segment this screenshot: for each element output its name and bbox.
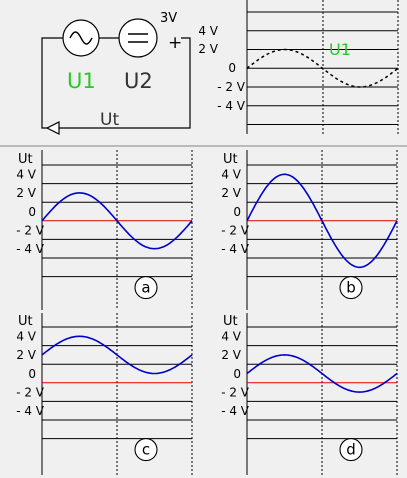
option-curve	[246, 173, 398, 269]
tick-label: - 4 V	[221, 242, 250, 256]
option-curve	[41, 192, 193, 250]
circuit-diagram: U1 U2 3V + Ut	[41, 11, 191, 135]
tick-label: 0	[233, 367, 241, 381]
tick-label: 4 V	[221, 330, 241, 344]
reference-tick-label: - 4 V	[217, 99, 246, 113]
option-curve	[246, 354, 398, 393]
tick-label: 2 V	[16, 348, 36, 362]
option-badge[interactable]	[134, 438, 158, 462]
option-plot-d: d Ut 4 V 2 V 0 - 2 V - 4 V	[221, 313, 398, 475]
option-label[interactable]: a	[141, 279, 150, 297]
tick-label: - 2 V	[16, 223, 45, 237]
option-plot-grid	[41, 313, 193, 475]
tick-label: 2 V	[16, 186, 36, 200]
option-curve	[41, 335, 193, 375]
reference-curve	[246, 48, 399, 88]
option-badge[interactable]	[339, 438, 363, 462]
circuit-wire	[41, 37, 191, 129]
tick-label: 0	[28, 205, 36, 219]
dc-source-symbol	[118, 18, 158, 58]
option-plot-a: a Ut 4 V 2 V 0 - 2 V - 4 V	[16, 150, 193, 310]
y-axis-label: Ut	[18, 152, 33, 167]
option-plot-b: b Ut 4 V 2 V 0 - 2 V - 4 V	[221, 150, 398, 310]
tick-label: 4 V	[16, 330, 36, 344]
option-badge[interactable]	[134, 276, 158, 300]
arrow-left-icon	[45, 121, 60, 135]
tick-label: - 4 V	[16, 404, 45, 418]
tick-label: 4 V	[221, 168, 241, 182]
tick-label: - 2 V	[16, 385, 45, 399]
tick-label: 0	[28, 367, 36, 381]
y-axis-label: Ut	[18, 314, 33, 329]
tick-label: 2 V	[221, 186, 241, 200]
sine-wave-icon	[69, 31, 93, 45]
option-label[interactable]: b	[346, 279, 356, 297]
option-plot-grid	[246, 313, 398, 475]
tick-label: - 4 V	[221, 404, 250, 418]
option-label[interactable]: c	[142, 441, 150, 459]
ac-source-symbol	[62, 19, 100, 57]
tick-label: - 4 V	[16, 242, 45, 256]
tick-label: 0	[233, 205, 241, 219]
option-plot-grid	[41, 150, 193, 310]
reference-plot-grid	[246, 0, 399, 134]
tick-label: 4 V	[16, 168, 36, 182]
reference-tick-label: 0	[228, 61, 236, 75]
tick-label: - 2 V	[221, 385, 250, 399]
source2-value: 3V	[160, 11, 177, 26]
reference-plot: 4 V 2 V 0 - 2 V - 4 V U1	[198, 0, 399, 134]
y-axis-label: Ut	[223, 152, 238, 167]
option-label[interactable]: d	[346, 441, 356, 459]
reference-series-label: U1	[329, 40, 351, 59]
y-axis-label: Ut	[223, 314, 238, 329]
tick-label: - 2 V	[221, 223, 250, 237]
tick-label: 2 V	[221, 348, 241, 362]
output-label: Ut	[100, 110, 119, 130]
source2-label: U2	[124, 69, 153, 93]
option-plot-grid	[246, 150, 398, 310]
source2-polarity: +	[168, 33, 182, 53]
source1-label: U1	[67, 69, 96, 93]
option-plot-c: c Ut 4 V 2 V 0 - 2 V - 4 V	[16, 313, 193, 475]
reference-tick-label: 2 V	[198, 42, 218, 56]
option-badge[interactable]	[339, 276, 363, 300]
reference-tick-label: - 2 V	[217, 80, 246, 94]
reference-tick-label: 4 V	[198, 24, 218, 38]
